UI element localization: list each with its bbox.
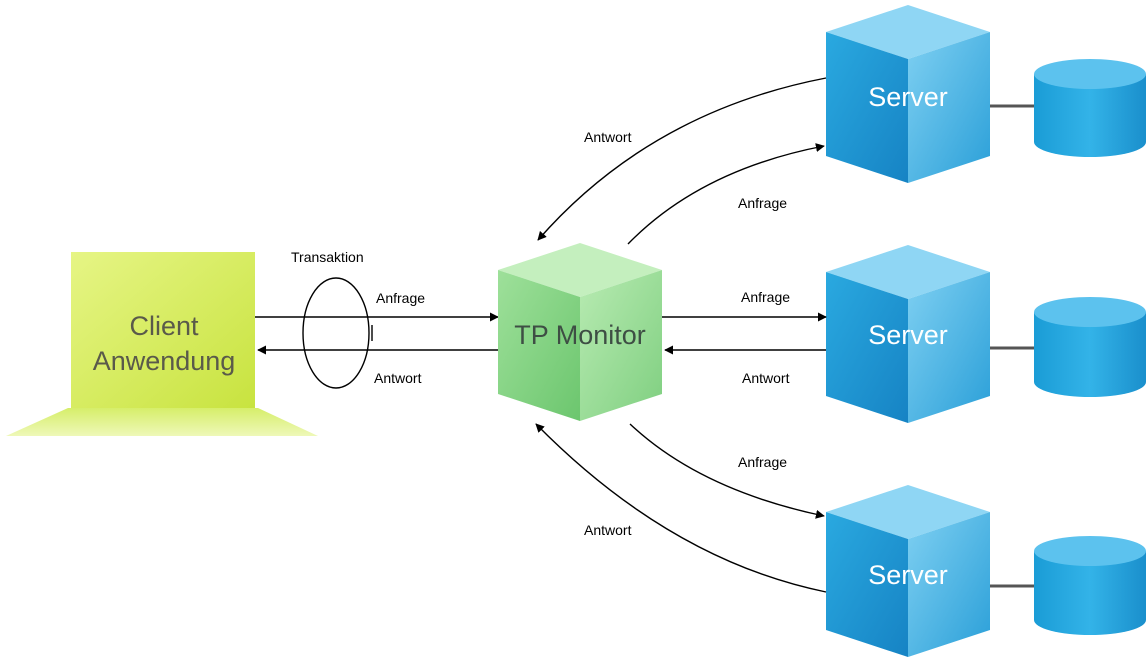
server-3-label: Server (868, 560, 948, 590)
client-application: Client Anwendung (6, 252, 318, 436)
server-2: Server (826, 245, 1146, 423)
server-1-request-arrow (627, 143, 825, 245)
server-1-left-face (826, 32, 908, 183)
tp-monitor-label: TP Monitor (514, 320, 646, 350)
server-3-request-label: Anfrage (738, 454, 787, 470)
client-request-label: Anfrage (376, 290, 425, 306)
database-1-icon (1034, 59, 1146, 157)
server-1-arrows: Antwort Anfrage (537, 77, 827, 245)
client-label-line1: Client (129, 311, 199, 341)
client-tp-arrows: Anfrage Antwort (255, 290, 499, 386)
database-3-icon (1034, 536, 1146, 635)
server-1-right-face (908, 32, 990, 183)
client-keyboard-base (6, 408, 318, 436)
transaction-ellipse (302, 277, 370, 389)
server-2-right-face (908, 272, 990, 423)
server-1-request-label: Anfrage (738, 195, 787, 211)
server-1-response-label: Antwort (584, 129, 632, 145)
server-3-left-face (826, 512, 908, 657)
server-2-response-label: Antwort (742, 370, 790, 386)
server-3: Server (826, 485, 1146, 657)
server-3-arrows: Anfrage Antwort (535, 423, 827, 593)
server-2-label: Server (868, 320, 948, 350)
server-2-left-face (826, 272, 908, 423)
transaction-loop: Transaktion (291, 249, 373, 389)
server-2-arrows: Anfrage Antwort (662, 289, 827, 386)
server-3-request-arrow (629, 423, 825, 519)
tp-left-face (498, 270, 580, 421)
server-1-label: Server (868, 82, 948, 112)
tp-monitor-cube: TP Monitor (498, 243, 662, 421)
server-3-response-label: Antwort (584, 522, 632, 538)
server-1: Server (826, 5, 1146, 183)
client-response-label: Antwort (374, 370, 422, 386)
transaction-label: Transaktion (291, 249, 364, 265)
database-2-icon (1034, 297, 1146, 397)
server-1-response-arrow (537, 77, 827, 241)
server-2-request-label: Anfrage (741, 289, 790, 305)
client-screen (71, 252, 255, 408)
tp-right-face (580, 270, 662, 421)
server-3-right-face (908, 512, 990, 657)
server-3-response-arrow (535, 423, 827, 593)
client-label-line2: Anwendung (93, 346, 236, 376)
